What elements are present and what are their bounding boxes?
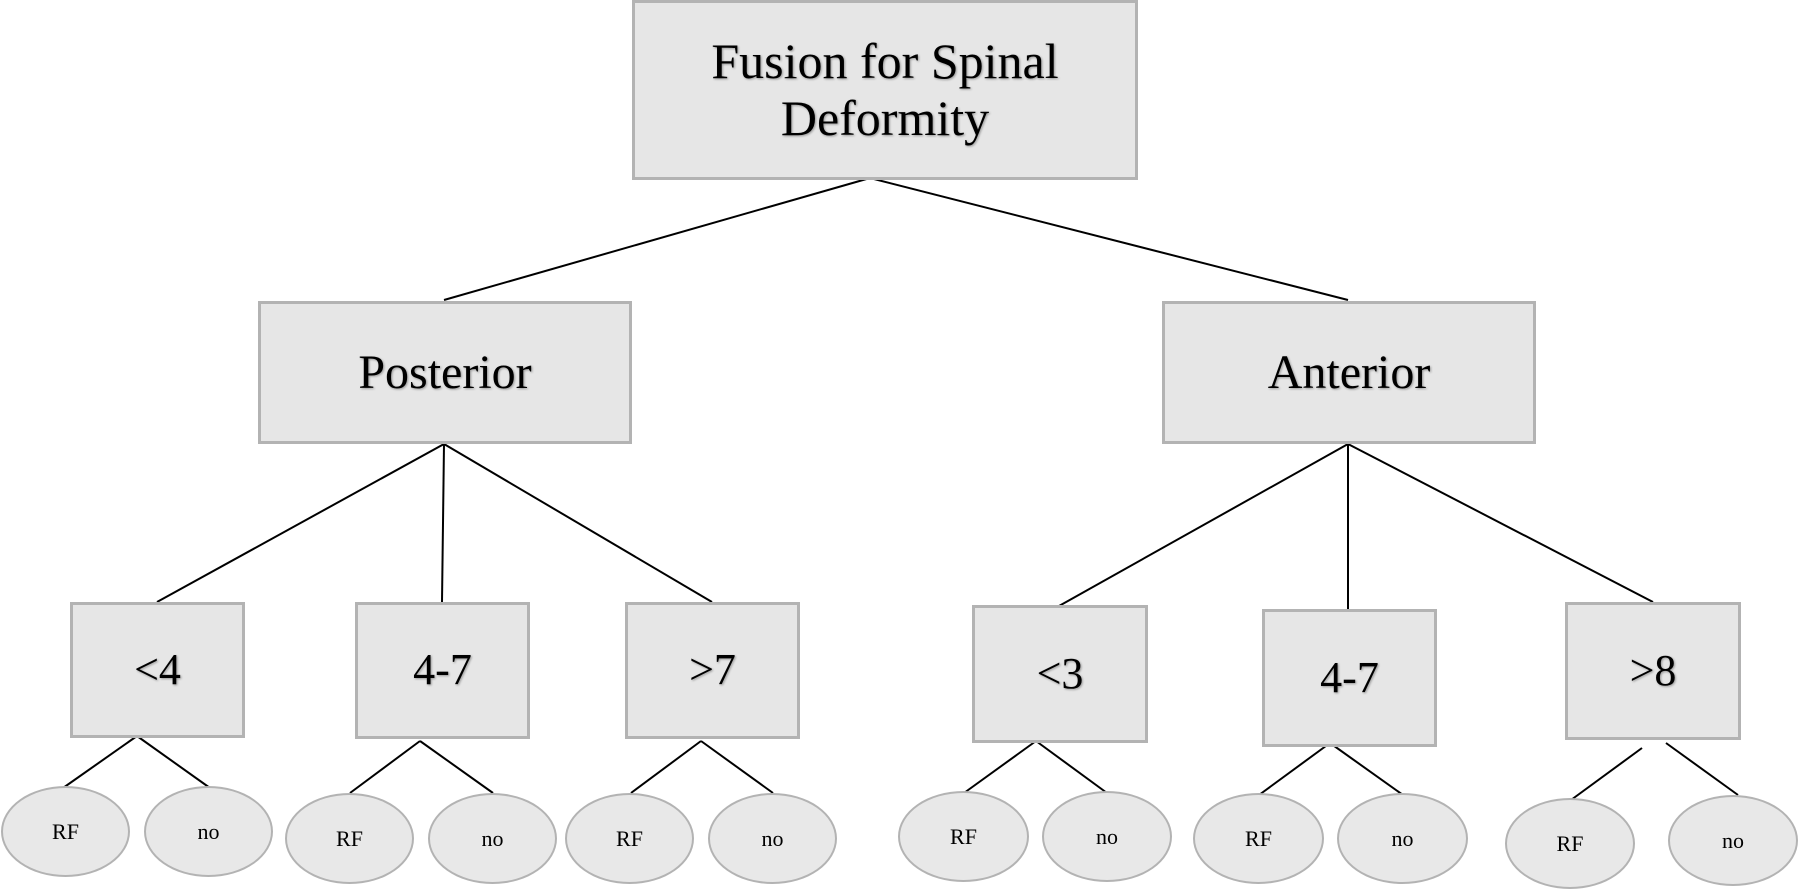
edge-a3-no xyxy=(1665,742,1739,796)
edge-p3-rf xyxy=(630,740,702,794)
edge-p2-no xyxy=(419,740,494,794)
root-label-line2: Deformity xyxy=(780,90,990,146)
leaf-label: RF xyxy=(1245,825,1272,851)
leaf-node-p1-rf: RF xyxy=(1,786,130,877)
edge-a1-rf xyxy=(963,740,1037,794)
group-label: <4 xyxy=(134,644,181,694)
edge-posterior-g2 xyxy=(441,443,445,603)
leaf-label: no xyxy=(481,825,504,851)
branch-label: Anterior xyxy=(1267,345,1431,399)
leaf-node-p3-no: no xyxy=(708,793,837,884)
group-label: >7 xyxy=(689,645,736,695)
edge-p2-rf xyxy=(349,740,421,794)
leaf-node-p1-no: no xyxy=(144,786,273,877)
root-node: Fusion for Spinal Deformity xyxy=(632,0,1138,180)
leaf-label: no xyxy=(1722,827,1744,853)
edge-a1-no xyxy=(1035,740,1108,794)
edge-p3-no xyxy=(700,740,774,794)
edge-a3-rf xyxy=(1570,747,1643,801)
leaf-node-a1-rf: RF xyxy=(898,791,1029,882)
leaf-node-a2-no: no xyxy=(1337,793,1468,884)
leaf-label: no xyxy=(1096,823,1118,849)
group-node-posterior-3: >7 xyxy=(625,602,800,739)
leaf-label: no xyxy=(761,825,784,851)
edge-anterior-g3 xyxy=(1347,443,1654,603)
group-node-anterior-3: >8 xyxy=(1565,602,1741,740)
group-label: 4-7 xyxy=(1320,652,1379,702)
branch-node-anterior: Anterior xyxy=(1162,301,1536,444)
group-node-posterior-2: 4-7 xyxy=(355,602,530,739)
leaf-label: no xyxy=(197,818,220,844)
edge-p1-no xyxy=(136,735,211,789)
leaf-node-a3-no: no xyxy=(1668,795,1798,886)
branch-label: Posterior xyxy=(358,345,532,399)
leaf-label: RF xyxy=(950,823,977,849)
leaf-label: RF xyxy=(1556,830,1584,856)
edge-posterior-g3 xyxy=(443,443,713,603)
leaf-node-a2-rf: RF xyxy=(1193,793,1324,884)
leaf-label: no xyxy=(1391,825,1414,851)
group-label: >8 xyxy=(1629,645,1677,695)
edge-anterior-g1 xyxy=(1058,443,1349,607)
leaf-node-p2-no: no xyxy=(428,793,557,884)
leaf-label: RF xyxy=(336,825,363,851)
leaf-node-p2-rf: RF xyxy=(285,793,414,884)
branch-node-posterior: Posterior xyxy=(258,301,632,444)
edge-p1-rf xyxy=(62,735,138,789)
leaf-node-a1-no: no xyxy=(1042,791,1172,882)
group-label: <3 xyxy=(1036,648,1084,698)
group-node-anterior-2: 4-7 xyxy=(1262,609,1437,747)
edge-root-anterior xyxy=(869,177,1349,301)
group-node-anterior-1: <3 xyxy=(972,605,1148,743)
edge-a2-no xyxy=(1329,742,1404,796)
edge-posterior-g1 xyxy=(156,443,445,603)
group-node-posterior-1: <4 xyxy=(70,602,245,738)
root-label-line1: Fusion for Spinal xyxy=(711,32,1059,89)
group-label: 4-7 xyxy=(413,645,472,695)
leaf-node-a3-rf: RF xyxy=(1505,798,1635,889)
edge-a2-rf xyxy=(1258,742,1331,796)
leaf-node-p3-rf: RF xyxy=(565,793,694,884)
leaf-label: RF xyxy=(52,818,79,844)
leaf-label: RF xyxy=(616,825,643,851)
edge-root-posterior xyxy=(443,177,871,301)
